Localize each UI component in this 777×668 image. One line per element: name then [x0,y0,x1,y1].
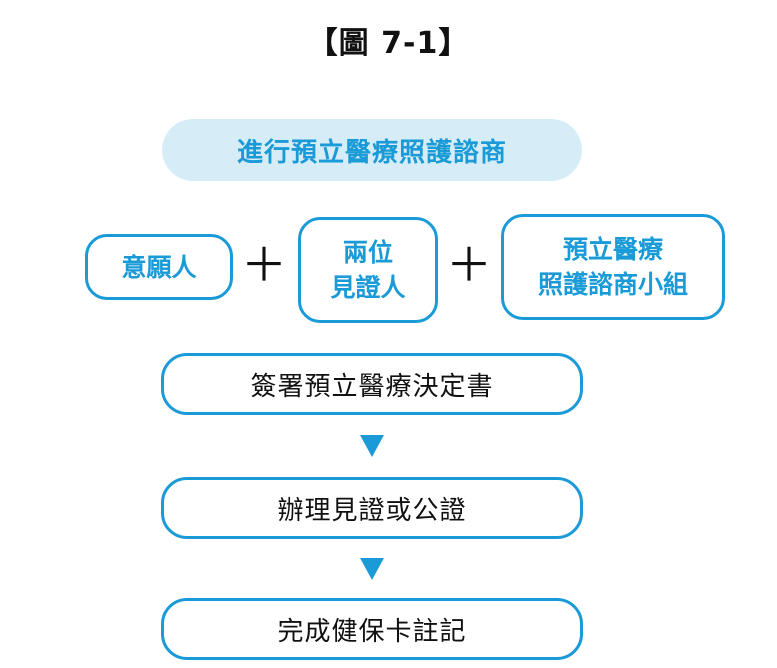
participant-label-line1: 兩位 [342,238,393,267]
header-pill: 進行預立醫療照護諮商 [162,119,582,181]
step-label: 簽署預立醫療決定書 [250,371,494,402]
header-label: 進行預立醫療照護諮商 [236,137,507,168]
participant-label-line1: 預立醫療 [562,235,663,264]
participant-label-line2: 見證人 [330,273,406,302]
step-box-sign-decision: 簽署預立醫療決定書 [161,353,583,415]
step-box-witness-notarize: 辦理見證或公證 [161,477,583,539]
down-arrow-icon [360,558,384,580]
down-arrow-icon [360,435,384,457]
step-box-nhi-card-note: 完成健保卡註記 [161,598,583,660]
participant-label-line2: 照護諮商小組 [537,270,688,299]
participant-box-applicant: 意願人 [85,234,233,300]
participant-box-consult-team: 預立醫療 照護諮商小組 [501,214,725,320]
participant-box-witnesses: 兩位 見證人 [298,217,438,323]
plus-icon: ＋ [446,238,492,292]
step-label: 辦理見證或公證 [277,495,467,526]
plus-icon: ＋ [241,238,287,292]
figure-title: 【圖 7-1】 [307,26,470,61]
participant-label: 意願人 [121,252,197,282]
step-label: 完成健保卡註記 [277,616,467,647]
